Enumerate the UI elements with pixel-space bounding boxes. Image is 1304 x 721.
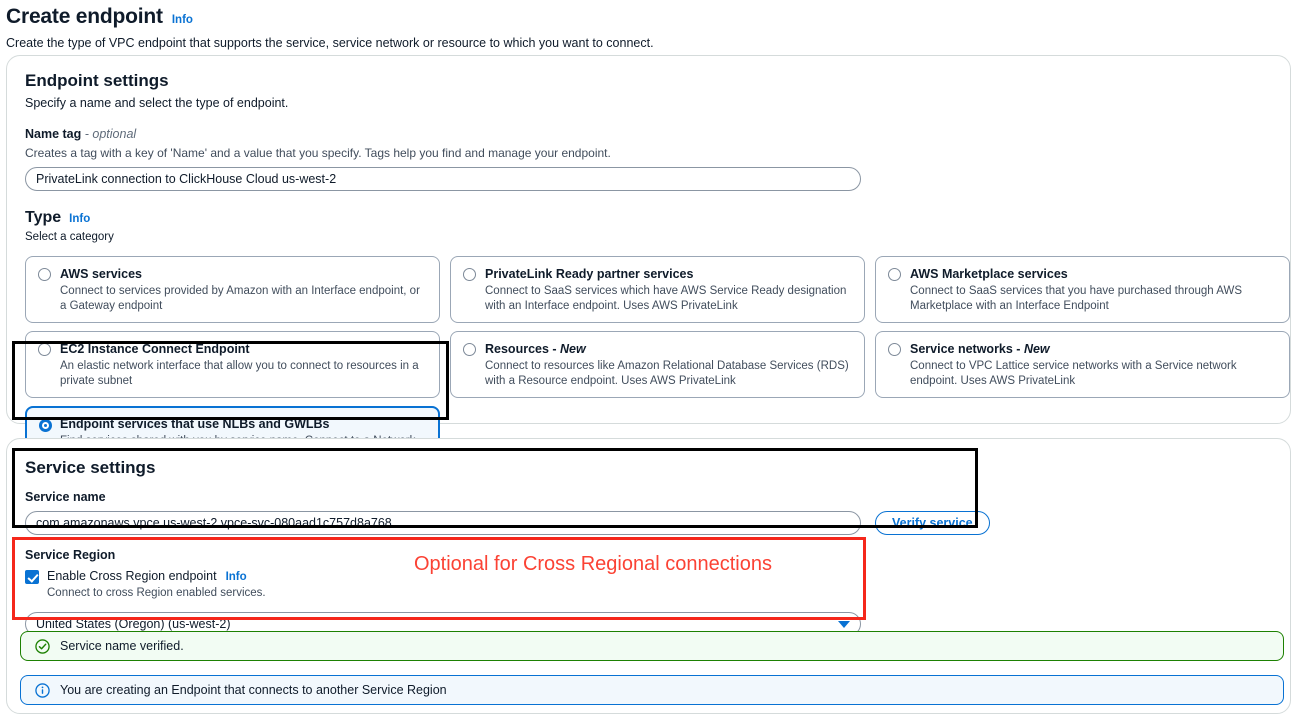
- radio-icon[interactable]: [38, 268, 51, 281]
- endpoint-settings-subtitle: Specify a name and select the type of en…: [25, 96, 289, 110]
- type-option-resources[interactable]: Resources - New Connect to resources lik…: [450, 331, 865, 398]
- page-info-link[interactable]: Info: [171, 14, 193, 26]
- type-option-privatelink-ready-partner-services[interactable]: PrivateLink Ready partner services Conne…: [450, 256, 865, 323]
- type-option-description: Connect to SaaS services which have AWS …: [485, 285, 847, 312]
- type-option-service-networks[interactable]: Service networks - New Connect to VPC La…: [875, 331, 1290, 398]
- type-option-description: An elastic network interface that allow …: [60, 360, 419, 387]
- page-title-row: Create endpoint Info: [6, 4, 1304, 30]
- verify-service-button[interactable]: Verify service: [875, 511, 990, 535]
- type-option-title: AWS services: [60, 267, 142, 281]
- chevron-down-icon[interactable]: [838, 621, 850, 628]
- alert-message: Service name verified.: [60, 639, 184, 653]
- radio-icon[interactable]: [888, 343, 901, 356]
- radio-selected-icon[interactable]: [39, 419, 52, 432]
- type-option-description: Connect to services provided by Amazon w…: [60, 285, 420, 312]
- endpoint-settings-panel: Endpoint settings Specify a name and sel…: [6, 55, 1291, 488]
- type-header: Type Info: [25, 208, 1272, 228]
- alert-cross-region-endpoint-info: You are creating an Endpoint that connec…: [20, 675, 1284, 705]
- type-option-title: Service networks - New: [910, 342, 1050, 356]
- radio-icon[interactable]: [463, 268, 476, 281]
- alert-service-name-verified: Service name verified.: [20, 631, 1284, 661]
- type-subtitle: Select a category: [25, 231, 114, 243]
- type-option-description: Connect to VPC Lattice service networks …: [910, 360, 1237, 387]
- type-option-title: EC2 Instance Connect Endpoint: [60, 342, 250, 356]
- type-info-link[interactable]: Info: [69, 213, 91, 225]
- page-title: Create endpoint: [6, 5, 163, 28]
- service-region-label: Service Region: [25, 548, 116, 562]
- service-name-input[interactable]: [25, 511, 861, 535]
- radio-icon[interactable]: [888, 268, 901, 281]
- type-option-title: AWS Marketplace services: [910, 267, 1068, 281]
- type-option-title: PrivateLink Ready partner services: [485, 267, 694, 281]
- cross-region-info-link[interactable]: Info: [225, 571, 247, 583]
- service-name-label: Service name: [25, 490, 106, 504]
- type-options-grid: AWS services Connect to services provide…: [25, 256, 1290, 488]
- enable-cross-region-row[interactable]: Enable Cross Region endpoint Info Connec…: [25, 568, 861, 601]
- check-circle-icon: [35, 638, 50, 654]
- type-option-ec2-instance-connect-endpoint[interactable]: EC2 Instance Connect Endpoint An elastic…: [25, 331, 440, 398]
- type-option-description: Connect to resources like Amazon Relatio…: [485, 360, 849, 387]
- type-option-aws-services[interactable]: AWS services Connect to services provide…: [25, 256, 440, 323]
- alert-message: You are creating an Endpoint that connec…: [60, 683, 447, 697]
- name-tag-optional: - optional: [84, 127, 137, 141]
- checkbox-checked-icon[interactable]: [25, 570, 39, 584]
- radio-icon[interactable]: [38, 343, 51, 356]
- service-settings-title: Service settings: [25, 458, 156, 477]
- type-option-description: Connect to SaaS services that you have p…: [910, 285, 1242, 312]
- page-subtitle: Create the type of VPC endpoint that sup…: [6, 36, 654, 50]
- type-title: Type: [25, 209, 62, 226]
- type-option-title: Endpoint services that use NLBs and GWLB…: [60, 417, 330, 431]
- name-tag-description: Creates a tag with a key of 'Name' and a…: [25, 146, 611, 160]
- type-option-title: Resources - New: [485, 342, 586, 356]
- enable-cross-region-label: Enable Cross Region endpoint: [47, 569, 217, 583]
- annotation-note-cross-regional: Optional for Cross Regional connections: [414, 553, 772, 575]
- name-tag-input[interactable]: [25, 167, 861, 191]
- endpoint-settings-title: Endpoint settings: [25, 71, 169, 90]
- name-tag-label-text: Name tag: [25, 127, 82, 141]
- radio-icon[interactable]: [463, 343, 476, 356]
- page-header: Create endpoint Info Create the type of …: [0, 0, 1304, 52]
- info-circle-icon: [35, 682, 50, 698]
- enable-cross-region-description: Connect to cross Region enabled services…: [47, 587, 266, 599]
- name-tag-label: Name tag - optional: [25, 126, 1272, 142]
- type-option-aws-marketplace-services[interactable]: AWS Marketplace services Connect to SaaS…: [875, 256, 1290, 323]
